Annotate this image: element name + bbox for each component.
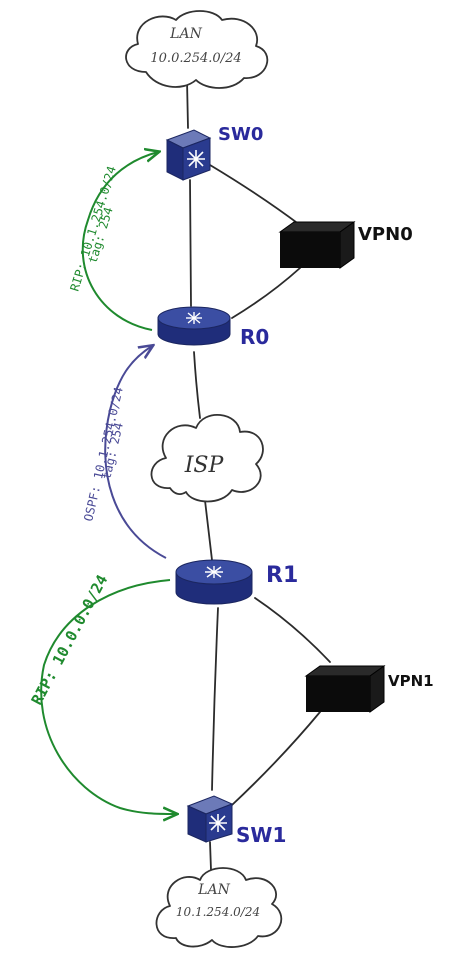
lan-top-subnet: 10.0.254.0/24 xyxy=(150,51,241,66)
vpn0-appliance: VPN0 xyxy=(278,221,413,269)
link-r1-sw1 xyxy=(211,607,219,791)
link-sw0-r0 xyxy=(189,179,192,307)
sw1-label: SW1 xyxy=(236,823,286,847)
router-icon xyxy=(175,559,253,605)
link-r1-vpn1 xyxy=(254,597,331,663)
vpn1-label: VPN1 xyxy=(388,672,434,690)
cloud-icon xyxy=(150,413,264,503)
ospf-arrow: OSPF: 10.1.254.0/24 tag: 254 xyxy=(81,346,167,559)
link-sw1-lan xyxy=(209,841,212,871)
lan-top-title: LAN xyxy=(169,26,202,42)
switch-sw1: SW1 xyxy=(186,795,286,847)
vpn-appliance-icon xyxy=(278,221,356,269)
router-r0: R0 xyxy=(157,306,269,349)
isp-label: ISP xyxy=(184,453,225,478)
lan-bottom-title: LAN xyxy=(197,882,230,898)
rip-top-arrow: RIP: 10.1.254.0/24 tag: 254 xyxy=(67,152,158,331)
link-sw0-vpn0 xyxy=(209,164,301,226)
lan-bottom-subnet: 10.1.254.0/24 xyxy=(176,905,260,919)
layer3-switch-icon xyxy=(186,795,234,843)
vpn-appliance-icon xyxy=(304,665,386,713)
rip-top-line1: RIP: 10.1.254.0/24 xyxy=(67,164,118,292)
sw0-label: SW0 xyxy=(218,124,263,145)
r1-label: R1 xyxy=(266,563,298,588)
cloud-icon xyxy=(125,10,269,89)
layer3-switch-icon xyxy=(165,129,212,181)
lan-cloud-bottom: LAN 10.1.254.0/24 xyxy=(155,867,283,948)
isp-cloud: ISP xyxy=(150,413,264,503)
rip-bottom-arrow-line xyxy=(40,579,176,814)
router-r1: R1 xyxy=(175,559,298,605)
switch-sw0: SW0 xyxy=(165,124,263,181)
link-vpn0-r0 xyxy=(231,267,301,319)
router-icon xyxy=(157,306,231,346)
ospf-line1: OSPF: 10.1.254.0/24 xyxy=(81,386,126,523)
vpn1-appliance: VPN1 xyxy=(304,665,434,713)
link-vpn1-sw1 xyxy=(231,711,321,806)
vpn0-label: VPN0 xyxy=(358,224,413,245)
rip-bottom-arrow: RIP: 10.0.0.0/24 xyxy=(28,572,176,814)
link-lan-sw0 xyxy=(186,79,189,129)
rip-top-arrow-line xyxy=(81,152,158,331)
link-r0-isp xyxy=(193,351,201,419)
ospf-arrow-line xyxy=(104,346,167,559)
r0-label: R0 xyxy=(240,325,269,349)
rip-bottom-line1: RIP: 10.0.0.0/24 xyxy=(28,572,112,708)
lan-cloud-top: LAN 10.0.254.0/24 xyxy=(125,10,269,89)
cloud-icon xyxy=(155,867,283,948)
